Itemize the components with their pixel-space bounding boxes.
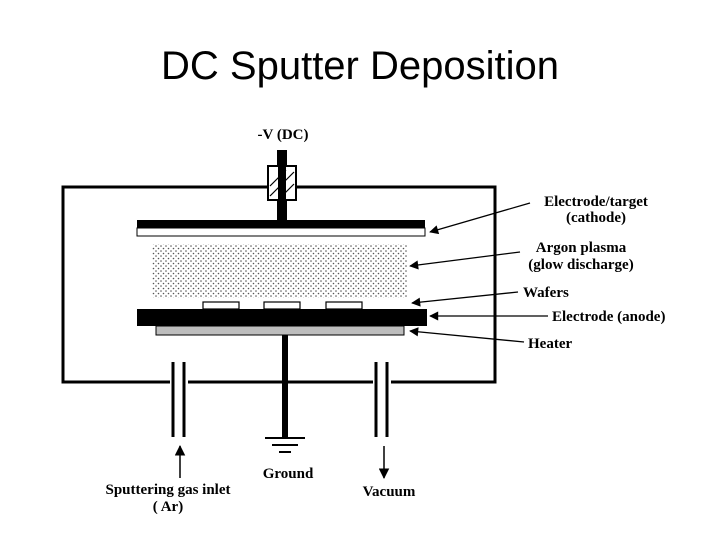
voltage-label: -V (DC) bbox=[258, 127, 309, 143]
cathode-leader bbox=[429, 202, 531, 235]
anode-electrode bbox=[137, 309, 427, 326]
heater-leader bbox=[409, 327, 525, 343]
wafers-leader bbox=[411, 291, 519, 307]
gas-inlet-label-line1: Sputtering gas inlet bbox=[105, 482, 230, 498]
ground-rod bbox=[282, 335, 288, 438]
cathode-label-line1: Electrode/target bbox=[544, 194, 648, 210]
vacuum-label: Vacuum bbox=[363, 484, 416, 500]
ground-label: Ground bbox=[263, 466, 314, 482]
wafers-label: Wafers bbox=[523, 285, 569, 301]
heater-plate bbox=[155, 325, 405, 336]
argon-plasma bbox=[152, 244, 407, 298]
plasma-label-line1: Argon plasma bbox=[536, 240, 627, 256]
gas-inlet-label-line2: ( Ar) bbox=[153, 499, 183, 515]
anode-label: Electrode (anode) bbox=[552, 309, 665, 325]
plasma-label-line2: (glow discharge) bbox=[528, 257, 633, 273]
target-plate bbox=[136, 227, 426, 237]
plasma-leader bbox=[409, 251, 521, 270]
heater-label: Heater bbox=[528, 336, 572, 352]
vacuum-gap bbox=[373, 379, 391, 385]
wafer-1 bbox=[202, 301, 240, 310]
gas-inlet-gap bbox=[170, 379, 188, 385]
rod-inner bbox=[278, 166, 286, 200]
wafer-2 bbox=[263, 301, 301, 310]
cathode-electrode bbox=[137, 220, 425, 228]
cathode-label-line2: (cathode) bbox=[566, 210, 626, 226]
page-title: DC Sputter Deposition bbox=[161, 44, 559, 88]
wafer-3 bbox=[325, 301, 363, 310]
